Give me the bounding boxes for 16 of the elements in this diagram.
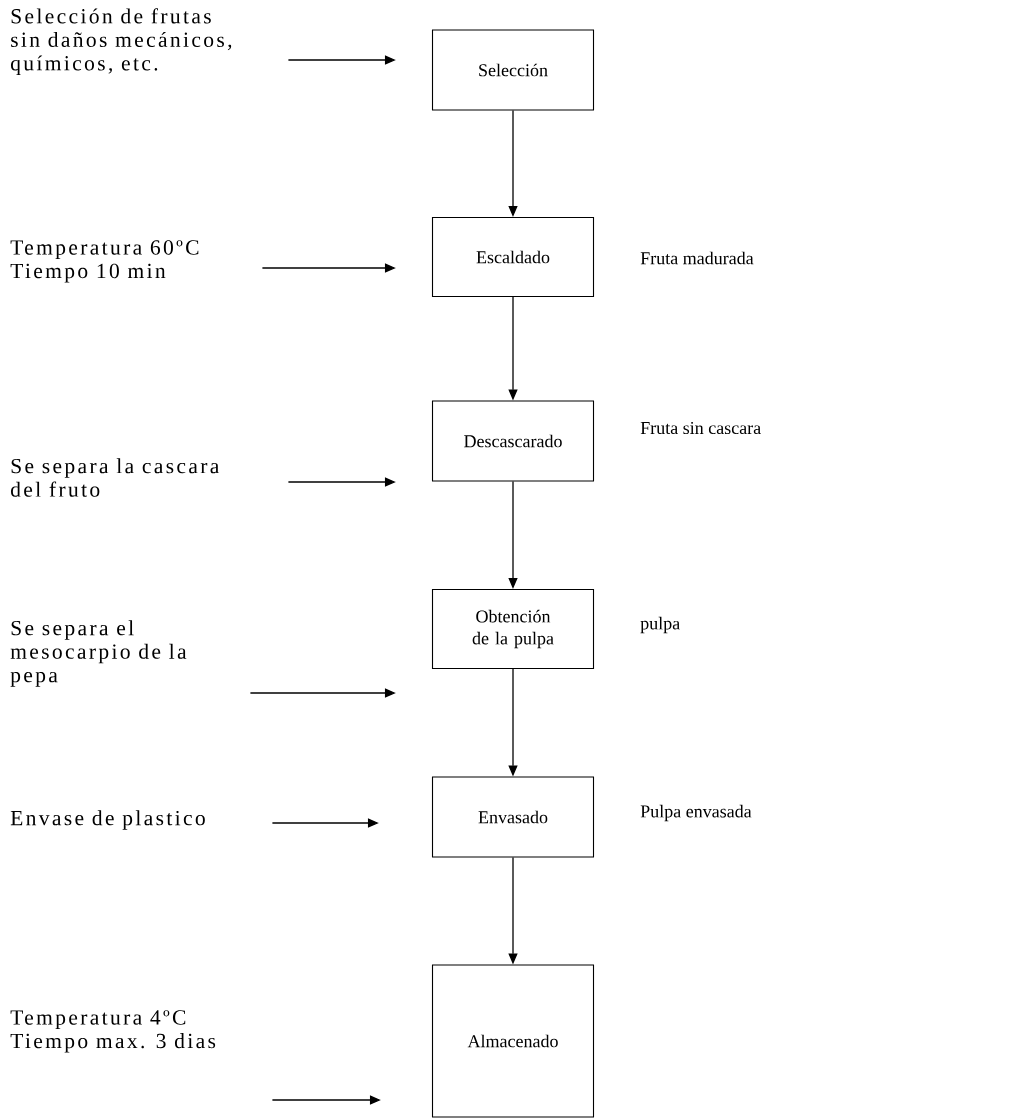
side-note: Pulpa envasada <box>640 804 752 822</box>
process-box: Almacenado <box>431 964 595 1118</box>
note-text: Envase de plastico <box>10 810 205 830</box>
note-text: Se separa la cascara del fruto <box>11 458 220 497</box>
process-box: Selección <box>431 29 595 111</box>
note-text: Temperatura 60ºC Tiempo 10 min <box>10 240 199 283</box>
process-box: Envasado <box>431 776 595 858</box>
process-box: Obtención de la pulpa <box>431 588 595 670</box>
process-box: Descascarado <box>431 400 595 482</box>
note-text: Se separa el mesocarpio de la pepa <box>10 620 187 687</box>
side-note: Fruta sin cascara <box>640 421 761 435</box>
process-box: Escaldado <box>431 216 595 298</box>
note-text: Temperatura 4ºC Tiempo max. 3 dias <box>10 1010 216 1053</box>
side-note: Fruta madurada <box>640 251 754 265</box>
side-note: pulpa <box>640 616 680 634</box>
note-text: Selección de frutas sin daños mecánicos, químicos, etc. <box>11 8 232 75</box>
